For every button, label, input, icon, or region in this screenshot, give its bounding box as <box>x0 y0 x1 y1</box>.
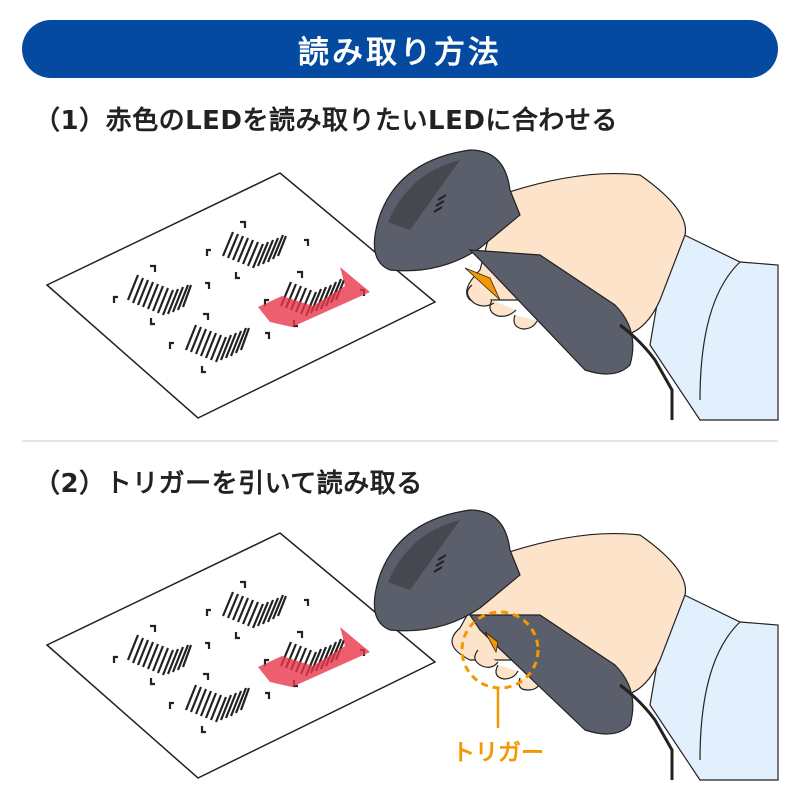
trigger-callout <box>460 610 540 728</box>
page-title: 読み取り方法 <box>298 34 502 71</box>
header-banner: 読み取り方法 <box>22 20 778 78</box>
laser-beam <box>258 627 370 687</box>
paper-sheet <box>45 172 437 419</box>
trigger-label: トリガー <box>452 740 544 766</box>
paper-sheet <box>45 532 437 779</box>
step-2-title: （2）トリガーを引いて読み取る <box>34 469 423 499</box>
step-1-title: （1）赤色のLEDを読み取りたいLEDに合わせる <box>34 106 618 136</box>
barcode-icon <box>205 580 310 640</box>
step-2-illustration <box>45 509 779 781</box>
barcode-icon <box>263 630 366 688</box>
laser-beam <box>258 267 370 327</box>
barcode-icon <box>205 220 310 280</box>
barcode-icon <box>168 312 271 374</box>
barcode-icon <box>112 624 211 686</box>
barcode-icon <box>168 672 271 734</box>
step-1-illustration <box>45 149 779 421</box>
section-divider <box>22 440 778 442</box>
barcode-scanner-icon <box>373 149 674 420</box>
barcode-scanner-icon <box>373 509 674 780</box>
barcode-icon <box>263 270 366 328</box>
barcode-icon <box>112 264 211 326</box>
